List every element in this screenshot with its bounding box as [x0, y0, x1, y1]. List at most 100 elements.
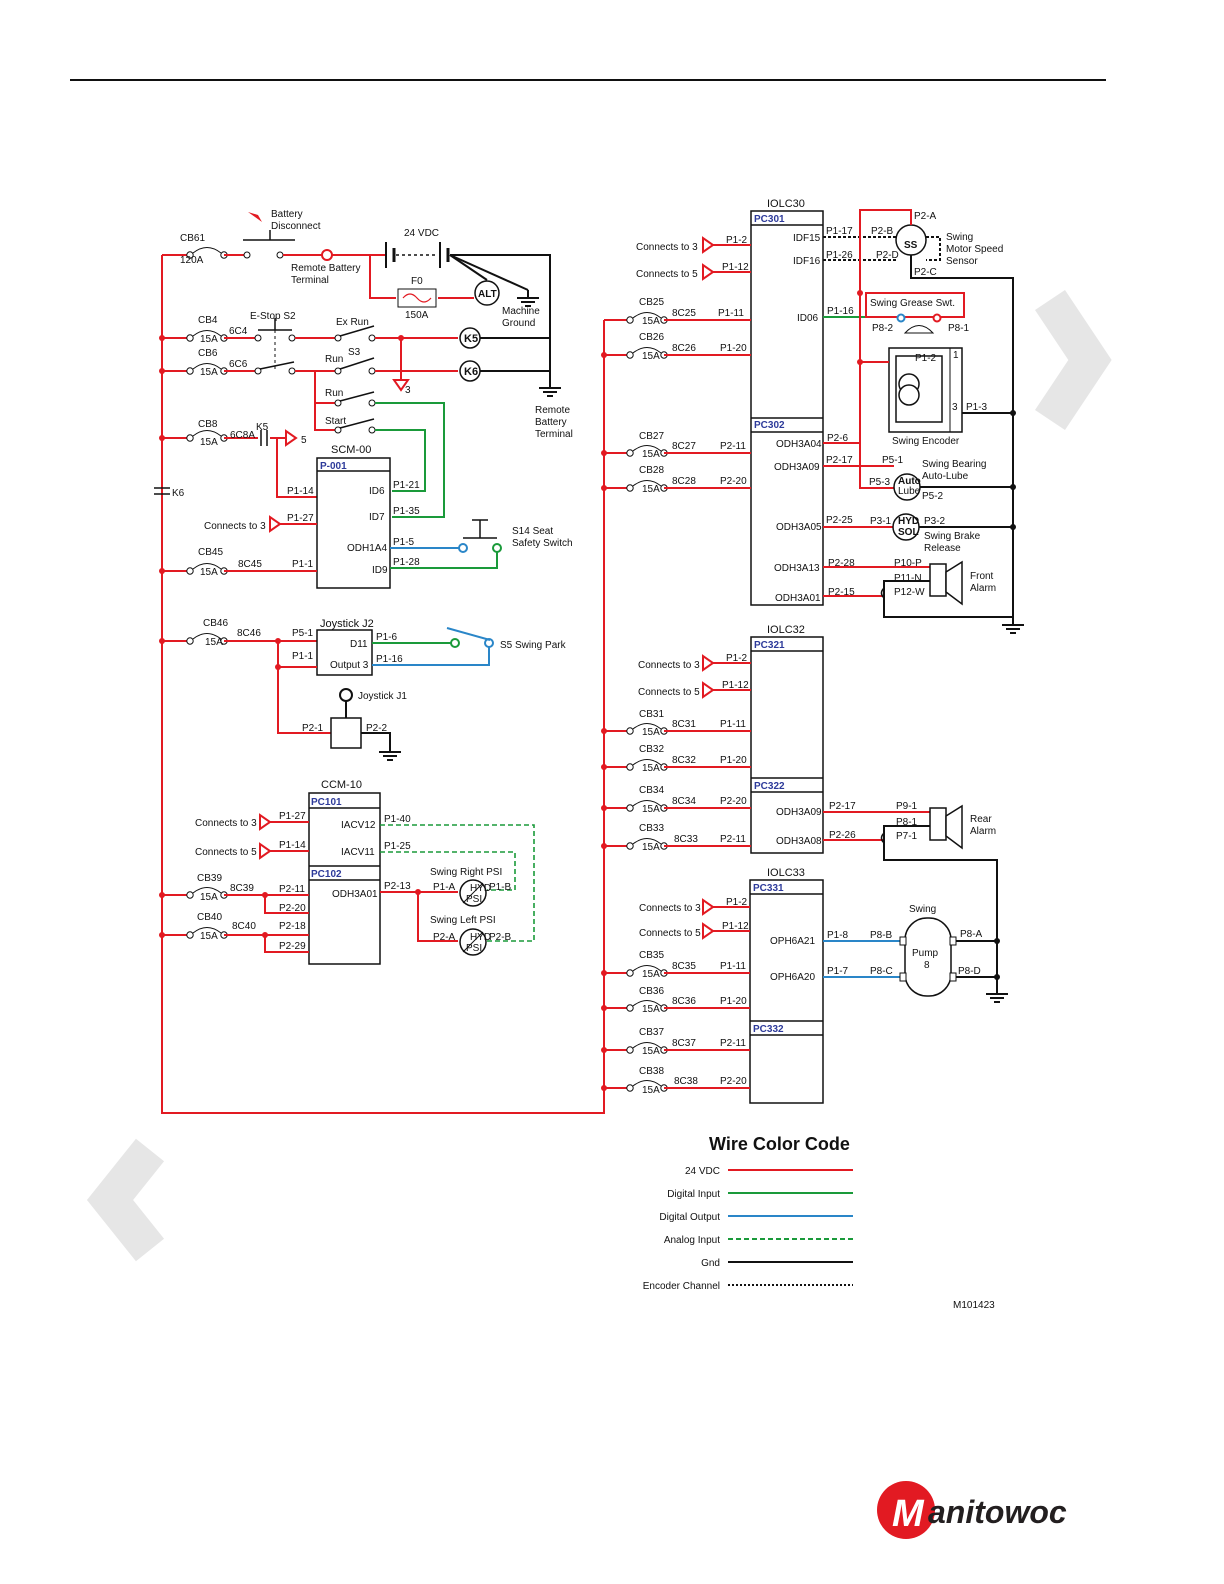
p1-6-label: P1-6	[376, 632, 398, 643]
cb40-label: CB40	[197, 912, 222, 923]
iolc30-p5-2: P5-2	[922, 491, 944, 502]
iolc30-p2-25: P2-25	[826, 515, 853, 526]
hyd-icon: HYD	[470, 883, 491, 894]
d11-label: D11	[350, 639, 368, 650]
psi2-icon: PSI	[466, 943, 482, 954]
wire-8c37: 8C37	[672, 1038, 696, 1049]
start-label: Start	[325, 416, 346, 427]
wire-8c38: 8C38	[674, 1076, 698, 1087]
ccm-10-module	[159, 792, 535, 965]
pc321-label: PC321	[754, 640, 785, 651]
sol-icon-label: SOL	[898, 527, 919, 538]
joystick-j1-title: Joystick J1	[358, 691, 407, 702]
iacv12-label: IACV12	[341, 820, 376, 831]
iolc30-p12-w: P12-W	[894, 587, 925, 598]
pc331-label: PC331	[753, 883, 784, 894]
logo-m-icon: M	[892, 1493, 925, 1535]
swing-grease-switch-label: Swing Grease Swt.	[870, 298, 955, 309]
pc332-label: PC332	[753, 1024, 784, 1035]
pc302-label: PC302	[754, 420, 785, 431]
k6-contact-label: K6	[172, 488, 185, 499]
scm-labels: CB8 15A 6C8A K5 5 SCM-00 P-001 P1-14 ID6…	[198, 419, 573, 578]
iolc30-p11-n: P11-N	[894, 573, 922, 584]
iolc30-p2-28: P2-28	[828, 558, 855, 569]
p1-35-label: P1-35	[393, 506, 420, 517]
cb61-rating: 120A	[180, 255, 204, 266]
auto-lube-icon: Auto	[898, 476, 921, 487]
idf16-label: IDF16	[793, 256, 821, 267]
diagram-id: M101423	[953, 1300, 995, 1311]
legend-label: Gnd	[701, 1258, 720, 1269]
joystick-circuit	[162, 627, 494, 761]
iolc32-p2-11: P2-11	[720, 834, 746, 845]
cb46-label: CB46	[203, 618, 228, 629]
run2-label: Run	[325, 388, 343, 399]
cb27-label: CB27	[639, 431, 664, 442]
wire-8c27: 8C27	[672, 441, 696, 452]
ccm-p2-29: P2-29	[279, 941, 306, 952]
iolc30-p2-20: P2-20	[720, 476, 747, 487]
iolc32-p7-1: P7-1	[896, 831, 918, 842]
iolc30-p2-b: P2-B	[871, 226, 894, 237]
iolc33-p8-d: P8-D	[958, 966, 981, 977]
id6-label: ID6	[369, 486, 385, 497]
alt-icon: ALT	[478, 289, 497, 300]
joystick-labels: CB46 15A 8C46 Joystick J2 P5-1 D11 P1-6 …	[203, 618, 567, 734]
cb33-rating: 15A	[642, 842, 660, 853]
cb31-label: CB31	[639, 709, 664, 720]
encoder-p1-2: P1-2	[915, 353, 937, 364]
iolc32-p1-12: P1-12	[722, 680, 749, 691]
ignition-labels: CB4 15A 6C4 E-Stop S2 Ex Run K5 CB6 15A …	[198, 311, 478, 427]
cb46-rating: 15A	[205, 637, 223, 648]
wire-8c33: 8C33	[674, 834, 698, 845]
cb26-rating: 15A	[642, 351, 660, 362]
legend-label: Digital Output	[659, 1212, 720, 1223]
cb35-rating: 15A	[642, 969, 660, 980]
hyd2-icon: HYD	[470, 932, 491, 943]
iolc30-labels: IOLC30 PC301 PC302 Connects to 3 Connect…	[636, 198, 1003, 604]
wire-8c28: 8C28	[672, 476, 696, 487]
ccm-connects-3: Connects to 3	[195, 818, 257, 829]
iolc32-odh3a09: ODH3A09	[776, 807, 822, 818]
legend-label: Digital Input	[667, 1189, 720, 1200]
ccm-p1-a: P1-A	[433, 882, 456, 893]
id9-label: ID9	[372, 565, 388, 576]
ccm-p2-a: P2-A	[433, 932, 456, 943]
ccm-labels: CCM-10 PC101 PC102 Connects to 3 Connect…	[195, 779, 512, 954]
p1-28-label: P1-28	[393, 557, 420, 568]
iolc30-p2-17: P2-17	[826, 455, 853, 466]
p1-25-label: P1-25	[384, 841, 411, 852]
ccm-p2-11: P2-11	[279, 884, 305, 895]
ccm-p2-18: P2-18	[279, 921, 306, 932]
ccm-connects-5: Connects to 5	[195, 847, 257, 858]
iolc33-p1-11: P1-11	[720, 961, 746, 972]
wire-8c26: 8C26	[672, 343, 696, 354]
iolc30-p2-d: P2-D	[876, 250, 899, 261]
swing-pump-title: Swing	[909, 904, 936, 915]
encoder-pin-1: 1	[953, 350, 959, 361]
iolc32-connects-3: Connects to 3	[638, 660, 700, 671]
iolc30-p5-3: P5-3	[869, 477, 891, 488]
iolc30-title: IOLC30	[767, 198, 805, 210]
legend-label: Analog Input	[664, 1235, 720, 1246]
iolc30-p1-17: P1-17	[826, 226, 853, 237]
ccm-p1-27: P1-27	[279, 811, 306, 822]
cb25-label: CB25	[639, 297, 664, 308]
encoder-pin-3: 3	[952, 402, 958, 413]
iolc30-p2-a: P2-A	[914, 211, 937, 222]
iolc32-p8-1: P8-1	[896, 817, 918, 828]
cb37-rating: 15A	[642, 1046, 660, 1057]
cb37-label: CB37	[639, 1027, 664, 1038]
cb36-rating: 15A	[642, 1004, 660, 1015]
iolc32-title: IOLC32	[767, 624, 805, 636]
wire-8c45: 8C45	[238, 559, 262, 570]
iolc30-p1-12: P1-12	[722, 262, 749, 273]
cb26-label: CB26	[639, 332, 664, 343]
id06-label: ID06	[797, 313, 819, 324]
iolc30-odh3a01: ODH3A01	[775, 593, 821, 604]
legend-label: Encoder Channel	[643, 1281, 720, 1292]
swing-left-psi-label: Swing Left PSI	[430, 915, 496, 926]
